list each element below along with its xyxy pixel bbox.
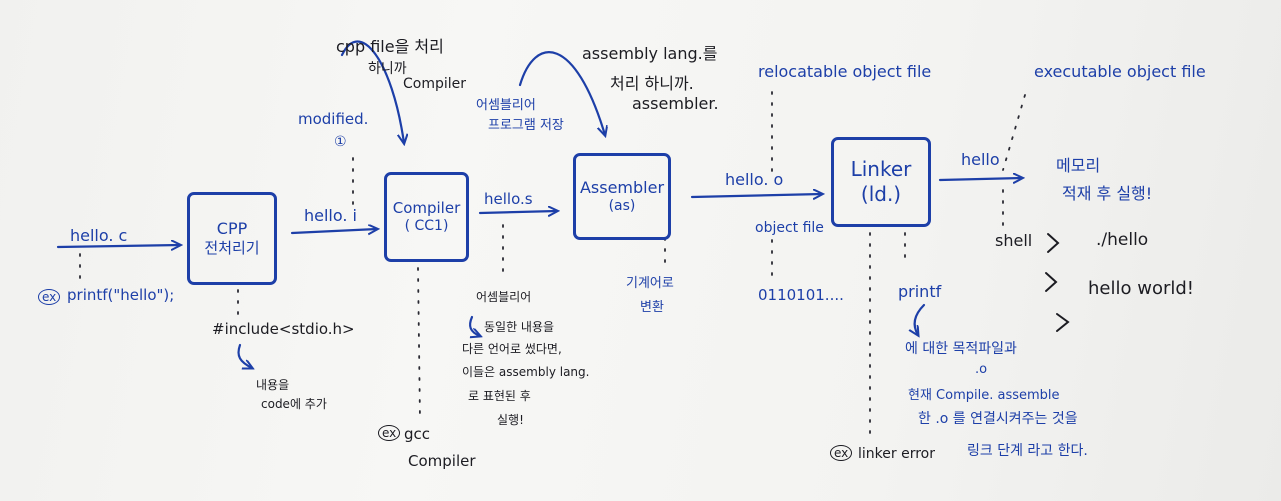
arrow-to-compiler bbox=[290, 229, 377, 233]
asm-desc-arrow bbox=[469, 315, 480, 336]
ex-gcc-mark: ex bbox=[378, 425, 401, 441]
linker-box-subtitle: (ld.) bbox=[860, 182, 902, 206]
note-asm-desc-4: 이들은 assembly lang. bbox=[462, 365, 590, 379]
note-asm-desc-2: 동일한 내용을 bbox=[484, 320, 555, 334]
compiler-box: Compiler ( CC1) bbox=[384, 172, 469, 262]
note-asm-lang-2: 처리 하니까. bbox=[610, 74, 694, 93]
note-include-2: code에 추가 bbox=[261, 397, 327, 411]
note-machine-2: 변환 bbox=[640, 300, 664, 315]
arrow-to-linker bbox=[690, 194, 822, 197]
label-hello-c: hello. c bbox=[70, 226, 128, 245]
note-gcc-1: gcc bbox=[404, 425, 431, 443]
note-printf: printf bbox=[898, 282, 942, 301]
shell-label: shell bbox=[995, 231, 1033, 250]
shell-command: ./hello bbox=[1096, 230, 1149, 250]
curve-arrow-compiler bbox=[340, 40, 404, 143]
arrow-to-assembler bbox=[478, 211, 557, 213]
note-asm-lang-1: assembly lang.를 bbox=[582, 44, 718, 63]
assembler-box-subtitle: (as) bbox=[608, 197, 636, 214]
cpp-box-title: CPP bbox=[216, 219, 248, 239]
note-asm-desc-5: 로 표현된 후 bbox=[468, 389, 531, 403]
note-object-file: object file bbox=[755, 220, 824, 236]
ex-linker-mark: ex bbox=[830, 445, 853, 461]
note-modified: modified. bbox=[298, 110, 369, 128]
note-printf-dot: .o bbox=[975, 362, 988, 377]
printf-arrow bbox=[915, 303, 926, 335]
note-memory-2: 적재 후 실행! bbox=[1062, 184, 1153, 203]
note-include: #include<stdio.h> bbox=[212, 320, 355, 338]
ex-printf-mark: ex bbox=[38, 289, 61, 305]
linker-box-title: Linker bbox=[850, 157, 912, 181]
compiler-box-title: Compiler bbox=[392, 198, 461, 217]
note-printf-desc-1: 에 대한 목적파일과 bbox=[905, 341, 1017, 357]
label-hello-i: hello. i bbox=[304, 206, 357, 225]
note-asm-prog-1: 어셈블리어 bbox=[476, 98, 536, 113]
note-cpp-file-1: cpp file을 처리 bbox=[336, 37, 444, 56]
note-ex-printf: printf("hello"); bbox=[67, 286, 175, 304]
shell-prompt-3-chevron bbox=[1056, 313, 1070, 332]
arrow-to-cpp bbox=[56, 245, 180, 247]
dotted-compiler-down bbox=[417, 267, 421, 421]
assembler-box: Assembler (as) bbox=[573, 153, 671, 240]
assembler-box-title: Assembler bbox=[579, 177, 665, 197]
linker-box: Linker (ld.) bbox=[831, 137, 931, 227]
note-printf-desc-3: 한 .o 를 연결시켜주는 것을 bbox=[918, 411, 1078, 427]
note-asm-desc-1: 어셈블리어 bbox=[476, 290, 532, 304]
note-asm-desc-3: 다른 언어로 썼다면, bbox=[462, 342, 562, 356]
note-memory-1: 메모리 bbox=[1056, 156, 1101, 175]
note-include-1: 내용을 bbox=[256, 378, 290, 392]
note-asm-lang-3: assembler. bbox=[632, 94, 719, 113]
note-linker-error: linker error bbox=[858, 446, 935, 462]
note-cpp-file-3: Compiler bbox=[403, 76, 467, 92]
curve-arrow-assembler bbox=[518, 51, 605, 135]
dotted-executable bbox=[1002, 94, 1026, 171]
note-asm-prog-2: 프로그램 저장 bbox=[488, 118, 564, 133]
label-hello: hello bbox=[961, 150, 1000, 169]
shell-prompt-1-chevron bbox=[1047, 233, 1060, 253]
label-hello-s: hello.s bbox=[484, 190, 533, 208]
label-hello-o: hello. o bbox=[725, 170, 784, 189]
arrow-to-memory bbox=[938, 178, 1022, 180]
note-executable: executable object file bbox=[1034, 62, 1206, 81]
note-printf-desc-2: 현재 Compile. assemble bbox=[908, 388, 1060, 403]
cpp-box: CPP 전처리기 bbox=[187, 192, 277, 285]
compiler-box-subtitle: ( CC1) bbox=[404, 217, 449, 234]
note-machine-1: 기계어로 bbox=[626, 276, 674, 291]
note-printf-desc-4: 링크 단계 라고 한다. bbox=[967, 443, 1088, 459]
shell-prompt-2-chevron bbox=[1045, 272, 1058, 292]
include-arrow bbox=[237, 343, 253, 368]
cpp-box-subtitle: 전처리기 bbox=[204, 239, 260, 258]
note-relocatable: relocatable object file bbox=[758, 62, 932, 81]
shell-output: hello world! bbox=[1088, 278, 1194, 299]
note-modified-num: ① bbox=[334, 134, 347, 150]
note-binary: 0110101.... bbox=[758, 286, 844, 304]
note-asm-desc-6: 실행! bbox=[497, 413, 524, 427]
note-gcc-2: Compiler bbox=[408, 452, 476, 470]
note-cpp-file-2: 하니까 bbox=[368, 61, 407, 77]
